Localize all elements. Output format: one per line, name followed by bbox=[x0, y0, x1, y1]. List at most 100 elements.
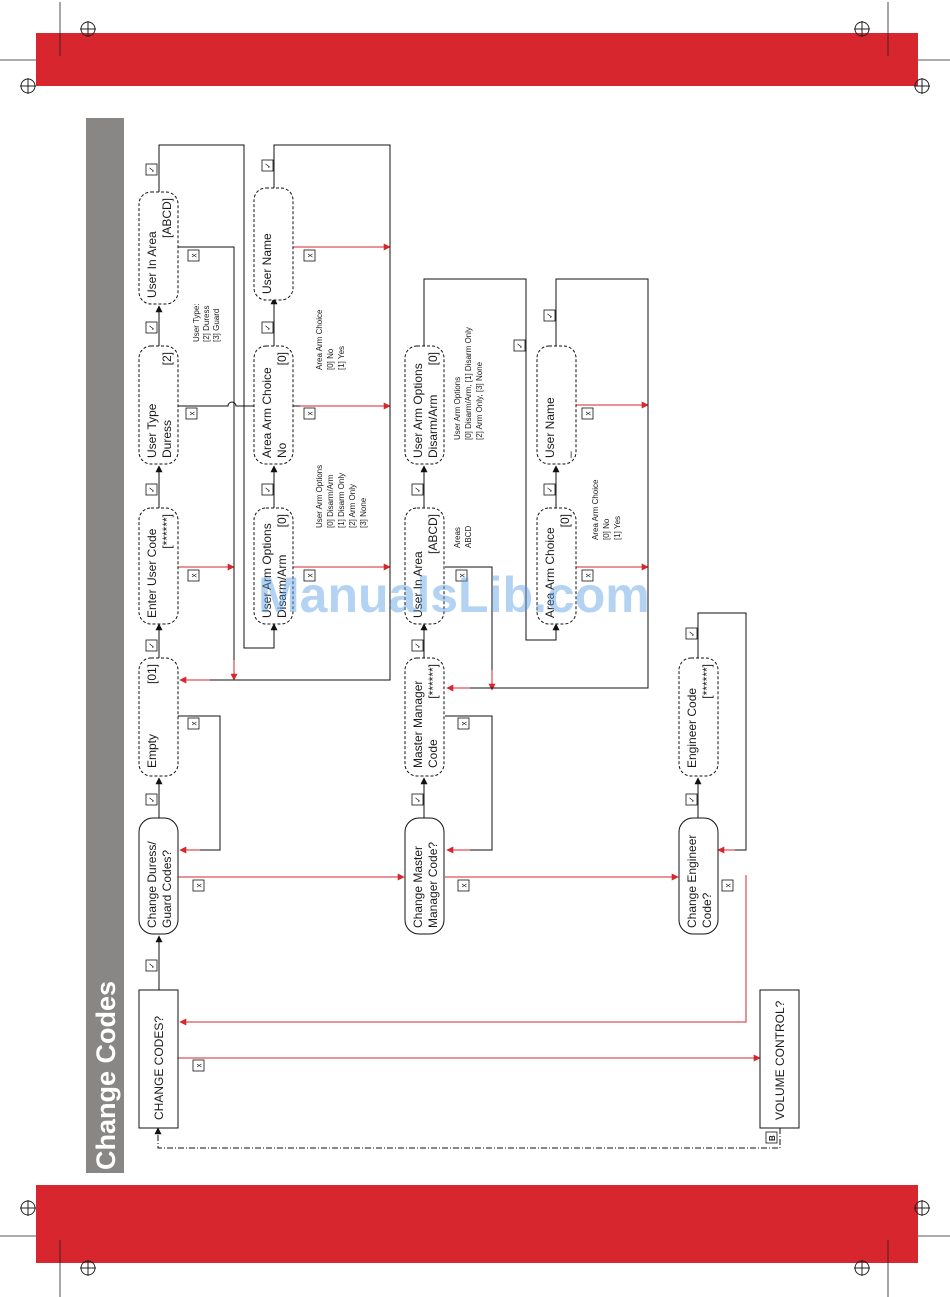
yes-tick-glyph: ✓ bbox=[148, 324, 157, 331]
no-cross-icon bbox=[303, 249, 316, 262]
no-cross-icon bbox=[187, 249, 200, 262]
yes-tick-icon bbox=[543, 483, 556, 496]
note-area-arm-1: Area Arm Choice [0] No [1] Yes bbox=[315, 309, 346, 370]
master-manager-code-line1: Master Manager bbox=[411, 681, 425, 768]
empty-label: Empty bbox=[145, 734, 159, 768]
tick-boxes: ✓x✓x✓x✓x✓x✓✓✓✓xxx✓xx✓x✓✓✓✓xx✓x✓x bbox=[145, 159, 734, 1072]
user-in-area-label: User In Area bbox=[145, 231, 159, 298]
user-name-2-label: User Name bbox=[543, 397, 557, 458]
master-manager-code-node[interactable]: Master Manager Code [******] bbox=[404, 657, 445, 777]
no-cross-icon bbox=[187, 569, 200, 582]
note-user-type: User Type: [2] Duress [3] Guard bbox=[192, 303, 221, 342]
no-cross-icon bbox=[192, 1059, 205, 1072]
user-arm-options-node-1[interactable]: User Arm Options Disarm/Arm [0] bbox=[253, 507, 294, 625]
no-cross-glyph: x bbox=[190, 574, 199, 578]
no-cross-glyph: x bbox=[195, 1064, 204, 1068]
no-cross-glyph: x bbox=[584, 574, 593, 578]
change-master-line1: Change Master bbox=[411, 846, 425, 928]
svg-text:[2] Duress: [2] Duress bbox=[202, 306, 211, 342]
master-manager-code-value: [******] bbox=[426, 664, 440, 699]
empty-index: [01] bbox=[145, 664, 159, 684]
bottom-banner bbox=[36, 1185, 918, 1263]
change-duress-node[interactable]: Change Duress/ Guard Codes? bbox=[138, 817, 179, 935]
yes-tick-icon bbox=[145, 163, 158, 176]
user-name-node-2[interactable]: User Name _ bbox=[536, 345, 577, 465]
change-duress-line1: Change Duress/ bbox=[145, 841, 159, 928]
svg-text:[1] Yes: [1] Yes bbox=[337, 346, 346, 370]
no-cross-icon bbox=[721, 879, 734, 892]
yes-tick-icon bbox=[261, 321, 274, 334]
svg-text:[1] Disarm Only: [1] Disarm Only bbox=[337, 473, 346, 528]
note-arm-options-2: User Arm Options [0] Disarm/Arm, [1] Dis… bbox=[453, 327, 484, 440]
no-cross-icon bbox=[457, 717, 470, 730]
empty-node[interactable]: Empty [01] bbox=[138, 657, 179, 777]
area-arm-choice-node-1[interactable]: Area Arm Choice No [0] bbox=[253, 345, 294, 465]
svg-text:[0] Disarm/Arm, [1] Disarm Onl: [0] Disarm/Arm, [1] Disarm Only bbox=[464, 327, 473, 440]
user-in-area-node[interactable]: User In Area [ABCD] bbox=[138, 191, 179, 305]
no-cross-icon bbox=[581, 569, 594, 582]
user-type-node[interactable]: User Type Duress [2] bbox=[138, 345, 179, 465]
no-cross-glyph: x bbox=[306, 574, 315, 578]
svg-text:Area Arm Choice: Area Arm Choice bbox=[591, 479, 600, 540]
yes-tick-icon bbox=[411, 483, 424, 496]
yes-tick-glyph: ✓ bbox=[148, 166, 157, 173]
change-master-line2: Manager Code? bbox=[426, 842, 440, 928]
area-arm-choice-1-index: [0] bbox=[275, 352, 289, 365]
area-arm-choice-node-2[interactable]: Area Arm Choice [0] bbox=[536, 507, 577, 625]
top-banner bbox=[36, 33, 918, 86]
area-arm-choice-2-index: [0] bbox=[558, 514, 572, 527]
enter-user-code-node[interactable]: Enter User Code [******] bbox=[138, 507, 179, 625]
yes-tick-glyph: ✓ bbox=[414, 796, 423, 803]
back-marker-label: B bbox=[768, 1135, 777, 1141]
user-in-area-node-2[interactable]: User In Area [ABCD] bbox=[404, 507, 445, 625]
yes-tick-glyph: ✓ bbox=[148, 796, 157, 803]
svg-text:User Arm Options: User Arm Options bbox=[315, 465, 324, 528]
no-cross-icon bbox=[192, 879, 205, 892]
yes-tick-glyph: ✓ bbox=[148, 962, 157, 969]
master-manager-code-line2: Code bbox=[426, 739, 440, 768]
user-arm-options-2-value: Disarm/Arm bbox=[426, 395, 440, 458]
svg-text:[3] Guard: [3] Guard bbox=[212, 309, 221, 342]
svg-text:Areas: Areas bbox=[453, 527, 462, 548]
change-master-node[interactable]: Change Master Manager Code? bbox=[404, 817, 445, 935]
no-cross-icon bbox=[457, 879, 470, 892]
yes-tick-icon bbox=[145, 639, 158, 652]
yes-tick-glyph: ✓ bbox=[546, 486, 555, 493]
volume-control-node[interactable]: VOLUME CONTROL? bbox=[759, 989, 800, 1129]
no-cross-glyph: x bbox=[306, 254, 315, 258]
user-type-index: [2] bbox=[160, 352, 174, 365]
engineer-code-node[interactable]: Engineer Code [******] bbox=[678, 657, 719, 777]
change-codes-node[interactable]: CHANGE CODES? bbox=[138, 989, 179, 1129]
note-areas: Areas ABCD bbox=[453, 526, 473, 548]
yes-tick-icon bbox=[145, 959, 158, 972]
note-area-arm-2: Area Arm Choice [0] No [1] Yes bbox=[591, 479, 622, 540]
yes-tick-glyph: ✓ bbox=[688, 630, 697, 637]
yes-tick-icon bbox=[261, 483, 274, 496]
yes-tick-glyph: ✓ bbox=[516, 342, 525, 349]
yes-tick-glyph: ✓ bbox=[414, 642, 423, 649]
user-name-node-1[interactable]: User Name bbox=[253, 187, 294, 301]
change-codes-label: CHANGE CODES? bbox=[152, 1016, 166, 1120]
yes-tick-icon bbox=[685, 627, 698, 640]
yes-tick-icon bbox=[145, 483, 158, 496]
user-in-area-2-value: [ABCD] bbox=[426, 514, 440, 554]
svg-text:[2] Arm Only, [3] None: [2] Arm Only, [3] None bbox=[475, 361, 484, 440]
engineer-code-value: [******] bbox=[700, 664, 714, 699]
user-arm-options-node-2[interactable]: User Arm Options Disarm/Arm [0] bbox=[404, 345, 445, 465]
no-cross-glyph: x bbox=[195, 884, 204, 888]
no-cross-icon bbox=[303, 569, 316, 582]
no-cross-glyph: x bbox=[460, 722, 469, 726]
user-type-value: Duress bbox=[160, 420, 174, 458]
note-arm-options-1: User Arm Options [0] Disarm/Arm [1] Disa… bbox=[315, 465, 368, 528]
yes-tick-glyph: ✓ bbox=[148, 642, 157, 649]
user-type-label: User Type bbox=[145, 403, 159, 458]
svg-text:User Arm Options: User Arm Options bbox=[453, 377, 462, 440]
no-cross-glyph: x bbox=[584, 412, 593, 416]
yes-tick-icon bbox=[261, 159, 274, 172]
user-name-1-label: User Name bbox=[260, 233, 274, 294]
yes-tick-glyph: ✓ bbox=[264, 162, 273, 169]
yes-tick-icon bbox=[411, 639, 424, 652]
change-engineer-node[interactable]: Change Engineer Code? bbox=[678, 817, 719, 935]
svg-text:[0] No: [0] No bbox=[602, 518, 611, 540]
